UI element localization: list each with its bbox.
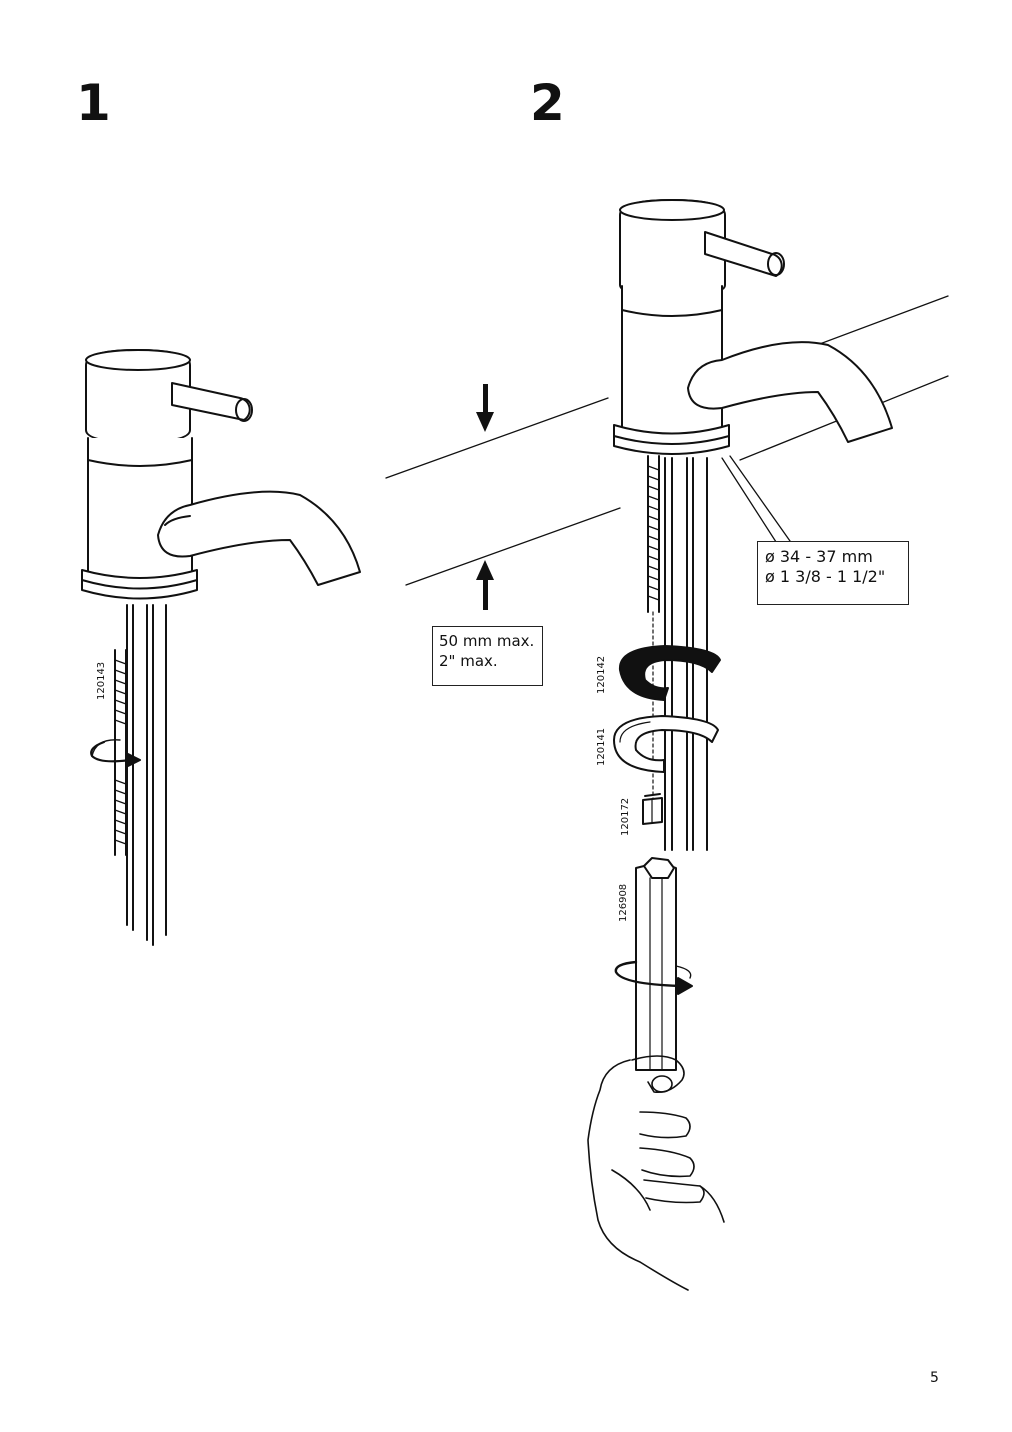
hole-diameter-inch: ø 1 3/8 - 1 1/2" xyxy=(765,567,886,586)
thickness-arrows xyxy=(476,384,494,610)
hole-diameter-mm: ø 34 - 37 mm xyxy=(765,547,873,566)
rubber-gasket-120142 xyxy=(618,645,721,701)
step-number-2: 2 xyxy=(530,74,565,132)
step-number-1: 1 xyxy=(76,74,111,132)
max-thickness-inch: 2" max. xyxy=(439,652,498,670)
part-number-120141: 120141 xyxy=(596,727,607,766)
nut-120172 xyxy=(642,793,663,825)
part-number-120143: 120143 xyxy=(96,661,107,700)
max-thickness-callout: 50 mm max. 2" max. xyxy=(432,626,543,686)
max-thickness-mm: 50 mm max. xyxy=(439,632,535,650)
page-number: 5 xyxy=(930,1370,939,1386)
socket-wrench-126908 xyxy=(614,857,693,1071)
part-number-120142: 120142 xyxy=(596,655,607,694)
faucet-step1 xyxy=(81,349,361,946)
hand-illustration xyxy=(587,1055,725,1291)
part-number-120172: 120172 xyxy=(620,797,631,836)
metal-washer-120141 xyxy=(613,715,719,773)
hole-diameter-callout: ø 34 - 37 mm ø 1 3/8 - 1 1/2" xyxy=(757,541,909,605)
part-number-126908: 126908 xyxy=(618,883,629,922)
faucet-step2 xyxy=(613,199,893,851)
